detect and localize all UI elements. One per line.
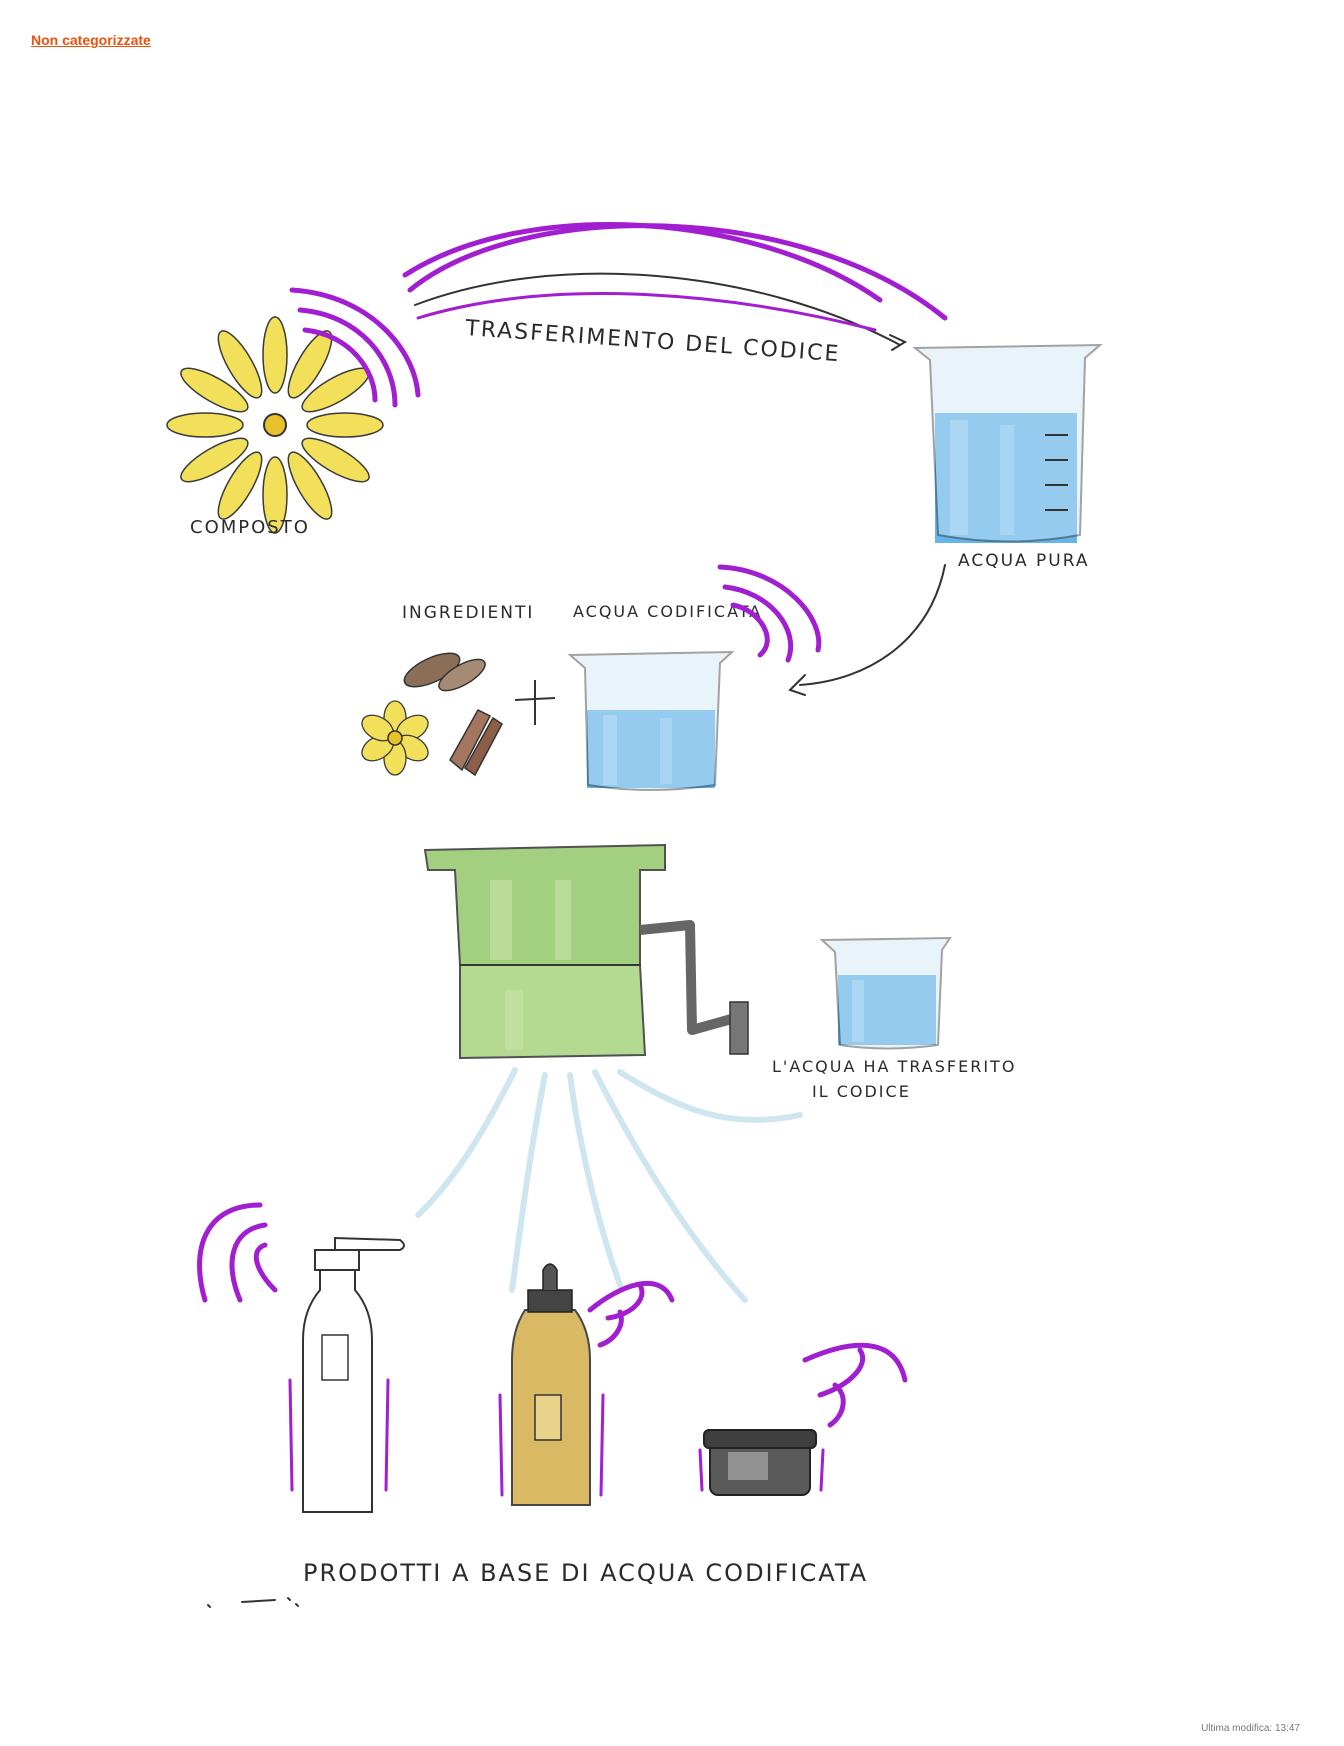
seed-icon	[403, 652, 503, 777]
beaker-icon	[819, 936, 952, 1050]
jar-icon	[703, 1429, 817, 1496]
transfer-arc	[402, 221, 948, 351]
transfer-label: TRASFERIMENTO DEL CODICE	[464, 316, 842, 367]
beaker-icon	[567, 650, 735, 791]
spray-lines	[415, 1067, 803, 1303]
pure-water-label: ACQUA PURA	[958, 551, 1090, 571]
water-transferred-label-2: IL CODICE	[812, 1082, 911, 1101]
flow-arrow	[788, 564, 946, 696]
jar-vibration	[698, 1342, 908, 1492]
last-modified: Ultima modifica: 13:47	[1201, 1723, 1300, 1734]
ingredients-label: INGREDIENTI	[402, 603, 534, 623]
coded-water-vibration	[717, 564, 822, 663]
bottle-icon	[302, 1236, 405, 1513]
water-transferred-label: L'ACQUA HA TRASFERITO	[772, 1057, 1016, 1076]
products-label: PRODOTTI A BASE DI ACQUA CODIFICATA	[303, 1559, 868, 1587]
category-link[interactable]: Non categorizzate	[31, 32, 151, 48]
dropper-vibration	[498, 1280, 675, 1497]
compound-label: COMPOSTO	[190, 517, 310, 538]
bottle-vibration	[197, 1202, 390, 1492]
plus-icon	[514, 680, 556, 725]
stray-marks	[207, 1597, 299, 1608]
coded-water-label: ACQUA CODIFICATA	[573, 602, 762, 621]
press-icon	[423, 843, 749, 1060]
flower-vibration	[289, 287, 421, 408]
small-flower-icon	[361, 700, 429, 776]
dropper-icon	[511, 1263, 591, 1506]
beaker-icon	[912, 343, 1103, 543]
flower-icon	[166, 316, 384, 534]
